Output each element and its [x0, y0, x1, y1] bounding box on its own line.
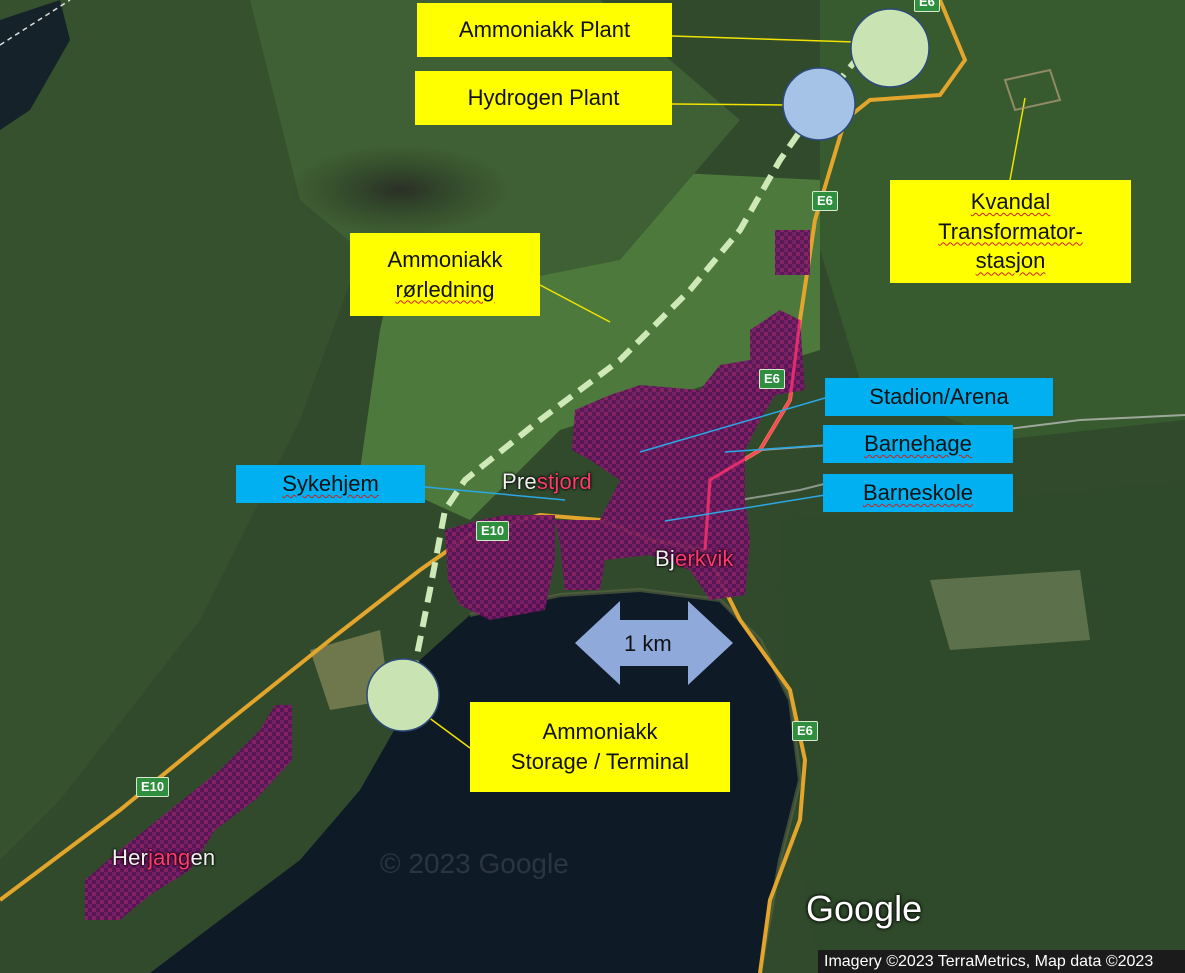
leader-kvandal — [1009, 97, 1026, 181]
label-ammoniakk-plant-text: Ammoniakk Plant — [458, 17, 631, 43]
leader-hydrogen-plant — [671, 103, 786, 106]
place-herjangen: Herjangen — [112, 845, 215, 871]
leader-pipeline — [539, 284, 611, 323]
label-ammoniakk-plant: Ammoniakk Plant — [417, 3, 672, 57]
place-prestjord-pre: Pre — [502, 469, 537, 494]
label-sykehjem-text: Sykehjem — [282, 471, 379, 496]
heat-herjangen — [85, 705, 292, 920]
leader-barnehage — [724, 444, 826, 453]
fields-east — [930, 570, 1090, 650]
place-herjangen-mid: jang — [148, 845, 191, 870]
label-pipeline-line2: rørledning — [395, 276, 495, 302]
place-prestjord-post: stjord — [536, 469, 592, 494]
road-shield-e10-west: E10 — [136, 777, 170, 797]
label-kvandal-line2: Transformator- — [938, 218, 1083, 244]
label-storage-terminal: Ammoniakk Storage / Terminal — [470, 702, 730, 792]
label-hydrogen-plant: Hydrogen Plant — [415, 71, 672, 125]
label-stadion-text: Stadion/Arena — [869, 384, 1009, 409]
road-shield-e6-south: E6 — [792, 721, 818, 741]
label-pipeline: Ammoniakk rørledning — [350, 233, 540, 316]
heat-prestjord — [445, 515, 555, 620]
place-bjerkvik-post: erkvik — [674, 546, 734, 571]
storage-terminal-marker[interactable] — [366, 658, 440, 732]
road-shield-e6-top: E6 — [914, 0, 940, 12]
road-shield-e10-town: E10 — [476, 521, 510, 541]
label-pipeline-line1: Ammoniakk — [387, 246, 503, 272]
hydrogen-plant-marker[interactable] — [782, 67, 856, 141]
label-kvandal-line1: Kvandal — [970, 188, 1051, 214]
lake-nw — [0, 0, 70, 130]
map-attribution[interactable]: Imagery ©2023 TerraMetrics, Map data ©20… — [818, 950, 1185, 973]
place-bjerkvik: Bjerkvik — [655, 546, 734, 572]
label-stadion: Stadion/Arena — [825, 378, 1053, 416]
mountain-shadow — [290, 145, 510, 235]
label-hydrogen-plant-text: Hydrogen Plant — [467, 85, 620, 111]
ammoniakk-plant-marker[interactable] — [850, 8, 930, 88]
heat-bjerkvik — [555, 310, 805, 600]
place-bjerkvik-pre: Bj — [655, 546, 675, 571]
border-line — [0, 0, 71, 46]
place-herjangen-pre: Her — [112, 845, 149, 870]
imagery-watermark: © 2023 Google — [380, 848, 569, 879]
fjord-shore — [469, 587, 803, 973]
road-shield-e6-town: E6 — [759, 369, 785, 389]
label-barnehage: Barnehage — [823, 425, 1013, 463]
road-shield-e6-north: E6 — [812, 191, 838, 211]
label-barnehage-text: Barnehage — [864, 431, 972, 456]
distance-label: 1 km — [624, 631, 672, 656]
google-logo[interactable]: Google — [806, 888, 923, 929]
label-barneskole: Barneskole — [823, 474, 1013, 512]
label-barneskole-text: Barneskole — [862, 480, 974, 505]
ammonia-pipeline — [412, 53, 863, 666]
place-herjangen-post: en — [190, 845, 216, 870]
leader-ammoniakk-plant — [671, 35, 856, 43]
label-kvandal: Kvandal Transformator- stasjon — [890, 180, 1131, 283]
leader-barneskole — [664, 494, 826, 522]
place-prestjord: Prestjord — [502, 469, 592, 495]
leader-sykehjem — [424, 486, 566, 501]
label-storage-line1: Ammoniakk — [542, 719, 658, 745]
heat-north — [775, 230, 810, 275]
distance-arrow — [575, 601, 733, 685]
substation-outline — [1003, 68, 1062, 112]
label-sykehjem: Sykehjem — [236, 465, 425, 503]
leader-stadion — [639, 397, 826, 453]
label-kvandal-line3: stasjon — [975, 248, 1046, 274]
label-storage-line2: Storage / Terminal — [510, 749, 690, 774]
